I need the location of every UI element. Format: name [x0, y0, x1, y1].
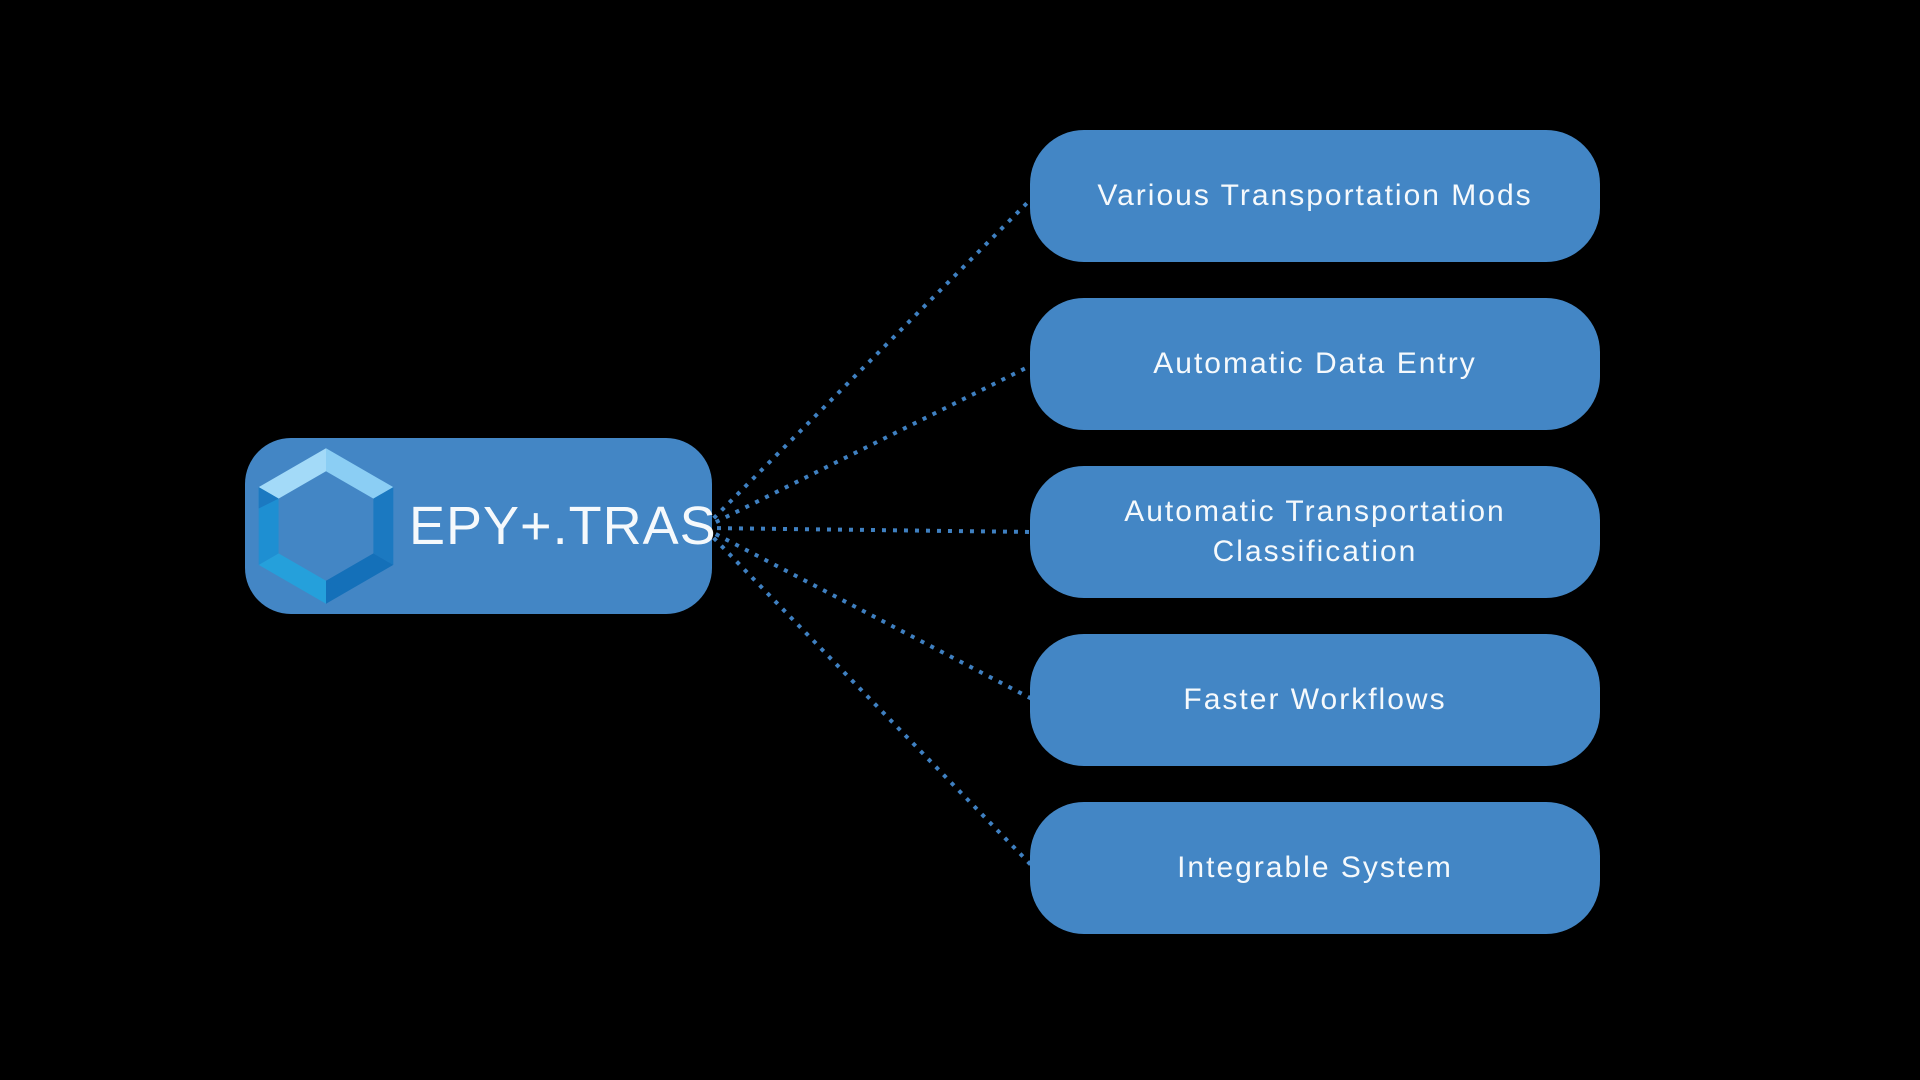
connector-line-2: [705, 362, 1035, 529]
feature-node-various-transportation-mods: Various Transportation Mods: [1030, 130, 1600, 262]
feature-node-label: Various Transportation Mods: [1097, 178, 1533, 212]
root-node-label: EPY+.TRAS: [409, 496, 717, 556]
feature-node-label: Automatic Transportation Classification: [1124, 494, 1506, 569]
feature-node-faster-workflows: Faster Workflows: [1030, 634, 1600, 766]
feature-node-label: Integrable System: [1177, 850, 1453, 884]
feature-node-label: Automatic Data Entry: [1153, 346, 1477, 380]
connector-line-1: [704, 194, 1036, 528]
hexagon-logo-icon: [258, 448, 394, 604]
feature-node-integrable-system: Integrable System: [1030, 802, 1600, 934]
feature-node-automatic-transportation-classification: Automatic Transportation Classification: [1030, 466, 1600, 598]
connector-line-4: [705, 527, 1035, 702]
feature-node-label: Faster Workflows: [1183, 682, 1447, 716]
connector-line-3: [705, 526, 1035, 534]
root-node: EPY+.TRAS: [245, 438, 716, 614]
feature-node-automatic-data-entry: Automatic Data Entry: [1030, 298, 1600, 430]
connector-line-5: [704, 528, 1036, 870]
